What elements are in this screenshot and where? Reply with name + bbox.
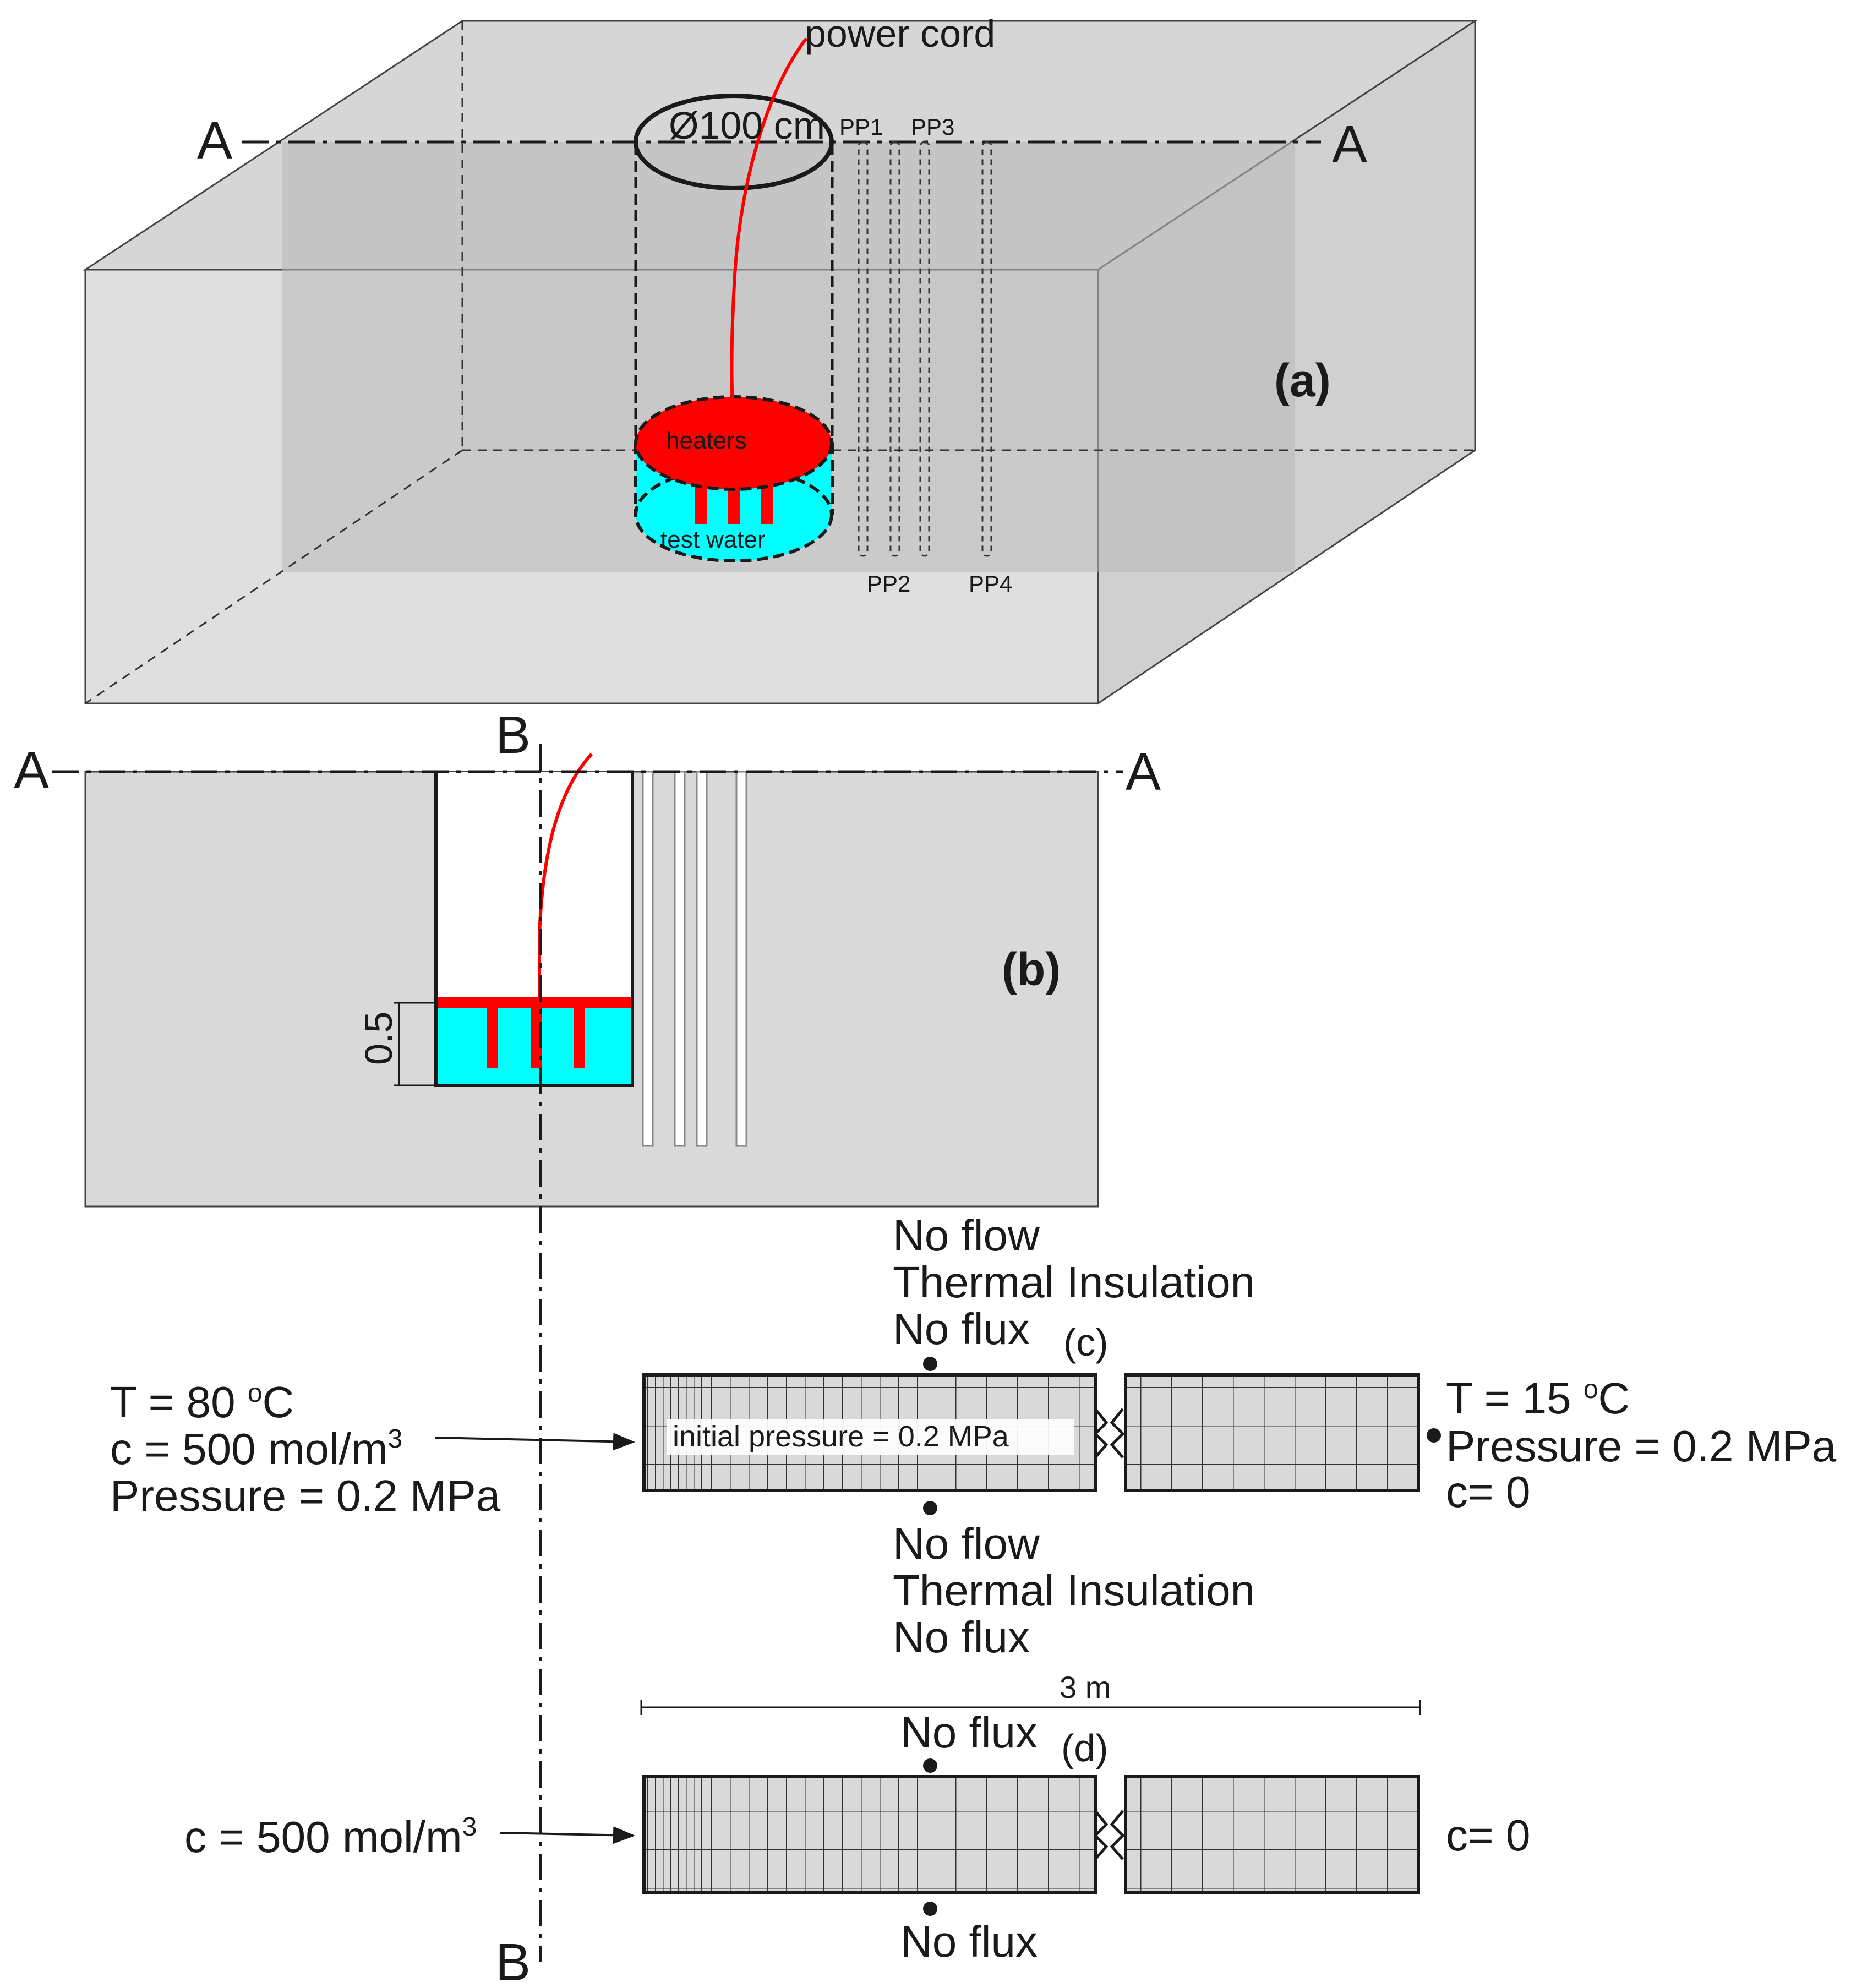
panel-label-a: (a) [1274,354,1331,406]
monitoring-point [923,1902,937,1916]
diameter-label: Ø100 cm [669,104,825,147]
dimension-label: 0.5 [357,1012,400,1065]
heaters-label: heaters [666,427,747,454]
piezometers-section [642,771,747,1147]
top-bc-thermal: Thermal Insulation [893,1258,1255,1307]
panel-d: 3 m No flux (d) c = 500 mol/m3 c= 0 No f… [184,1670,1530,1966]
probe-label-pp1: PP1 [839,114,883,140]
left-bc-concentration: c = 500 mol/m3 [110,1424,402,1473]
bottom-bc-no-flow: No flow [893,1519,1040,1568]
section-label-b-left-a: A [14,741,49,800]
mesh-c-coarse-right [1126,1375,1418,1490]
break-mark [1110,1810,1125,1860]
monitoring-point [1427,1428,1441,1443]
initial-pressure-box [667,1419,1074,1455]
panel-c: No flow Thermal Insulation No flux (c) i… [110,1211,1837,1662]
section-label-b-right-a: A [1126,742,1161,801]
left-bc-pressure: Pressure = 0.2 MPa [110,1471,501,1520]
piezometers-3d [858,141,992,557]
d-left-bc: c = 500 mol/m3 [184,1812,477,1861]
top-bc-no-flow: No flow [893,1211,1040,1260]
mesh-d-mid [705,1777,936,1892]
break-mark [1093,1408,1109,1459]
break-mark [1093,1810,1109,1860]
probe-label-pp4: PP4 [969,571,1012,597]
mesh-c-outline-right [1124,1373,1420,1492]
d-left-bc-arrow [499,1826,635,1844]
piezometer-pp2 [889,141,900,557]
length-label: 3 m [1060,1670,1111,1705]
section-label-a-right: A [1332,115,1367,174]
d-bottom-bc: No flux [900,1917,1038,1966]
piezometer-pp4 [981,141,992,557]
right-bc-temperature: T = 15 oC [1446,1374,1630,1423]
panel-label-b: (b) [1002,943,1061,995]
left-bc-temperature: T = 80 oC [110,1378,294,1427]
section-label-b-bottom: B [495,1933,531,1988]
power-cord [730,37,808,430]
borehole-top-ellipse [634,94,834,190]
probe-label-pp3: PP3 [911,114,954,140]
dimension-0-5 [394,1002,436,1086]
panel-label-c: (c) [1063,1321,1109,1364]
section-label-a-left: A [197,111,232,170]
initial-pressure-label: initial pressure = 0.2 MPa [673,1420,1009,1453]
test-water-label: test water [660,526,766,553]
heater-rod-section [574,1008,585,1068]
monitoring-point [923,1758,937,1773]
borehole-cylinder [634,37,834,562]
panel-a: A A power cord Ø100 cm heaters test wate… [83,12,1478,705]
heater-plate-section [436,997,632,1008]
probe-label-pp2: PP2 [867,571,910,597]
piezometer-pp3 [919,141,930,557]
d-right-bc: c= 0 [1446,1811,1530,1860]
monitoring-point [923,1501,937,1515]
heater-rod-section [487,1008,498,1068]
bottom-bc-thermal: Thermal Insulation [893,1566,1255,1615]
monitoring-point [923,1357,937,1371]
section-label-b-top: B [495,706,531,764]
mesh-d-fine [644,1777,705,1892]
d-top-bc: No flux [900,1708,1038,1757]
mesh-d-coarse-right [1126,1777,1418,1892]
mesh-d-coarse-left [936,1777,1095,1892]
panel-b: 0.5 A A B B (b) [14,706,1161,1988]
break-mark [1110,1408,1125,1459]
panel-label-d: (d) [1061,1727,1109,1769]
power-cord-label: power cord [805,12,995,55]
left-bc-arrow [434,1433,635,1451]
top-bc-no-flux: No flux [893,1304,1030,1353]
bottom-bc-no-flux: No flux [893,1613,1030,1662]
right-bc-concentration: c= 0 [1446,1467,1530,1516]
right-bc-pressure: Pressure = 0.2 MPa [1446,1422,1837,1471]
length-dimension [640,1700,1421,1715]
piezometer-pp1 [858,141,869,557]
mesh-d-outline-right [1124,1775,1420,1894]
